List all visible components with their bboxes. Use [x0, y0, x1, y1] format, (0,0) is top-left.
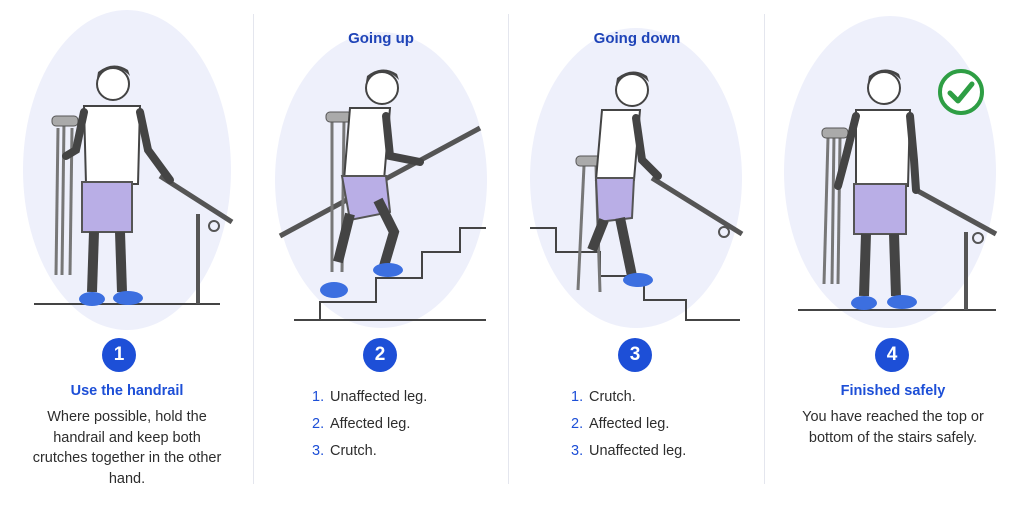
panel-finished: 4 Finished safely You have reached the t…	[766, 0, 1020, 512]
panel-divider	[764, 14, 765, 484]
handrail-illustration	[23, 10, 234, 330]
panel-divider	[508, 14, 509, 484]
step-badge: 2	[363, 338, 397, 372]
list-item: 3.Unaffected leg.	[571, 443, 687, 459]
going-down-illustration	[530, 28, 744, 328]
panel-going-down: Going down 3 1.Crutch. 2.Affected leg. 3…	[510, 0, 764, 512]
finished-illustration	[784, 16, 998, 328]
panel-description: You have reached the top or bottom of th…	[802, 409, 984, 446]
step-badge: 1	[102, 338, 136, 372]
list-item: 2.Affected leg.	[312, 416, 411, 432]
step-badge: 3	[618, 338, 652, 372]
panel-heading: Going down	[593, 30, 681, 47]
panel-handrail: 1 Use the handrail Where possible, hold …	[0, 0, 254, 512]
panel-description: Where possible, hold the handrail and ke…	[32, 409, 222, 487]
list-item: 2.Affected leg.	[571, 416, 670, 432]
panel-divider	[253, 14, 254, 484]
panel-title: Use the handrail	[70, 383, 184, 399]
panel-heading: Going up	[348, 30, 414, 47]
list-item: 3.Crutch.	[312, 443, 377, 459]
panel-title: Finished safely	[840, 383, 946, 399]
going-up-illustration	[275, 32, 487, 328]
step-badge: 4	[875, 338, 909, 372]
step-list: 1.Crutch. 2.Affected leg. 3.Unaffected l…	[571, 384, 686, 465]
list-item: 1.Crutch.	[571, 389, 636, 405]
panel-going-up: Going up 2 1.Unaffected leg. 2.Affected …	[254, 0, 508, 512]
step-list: 1.Unaffected leg. 2.Affected leg. 3.Crut…	[312, 384, 427, 465]
check-circle-icon	[938, 69, 984, 115]
list-item: 1.Unaffected leg.	[312, 389, 428, 405]
